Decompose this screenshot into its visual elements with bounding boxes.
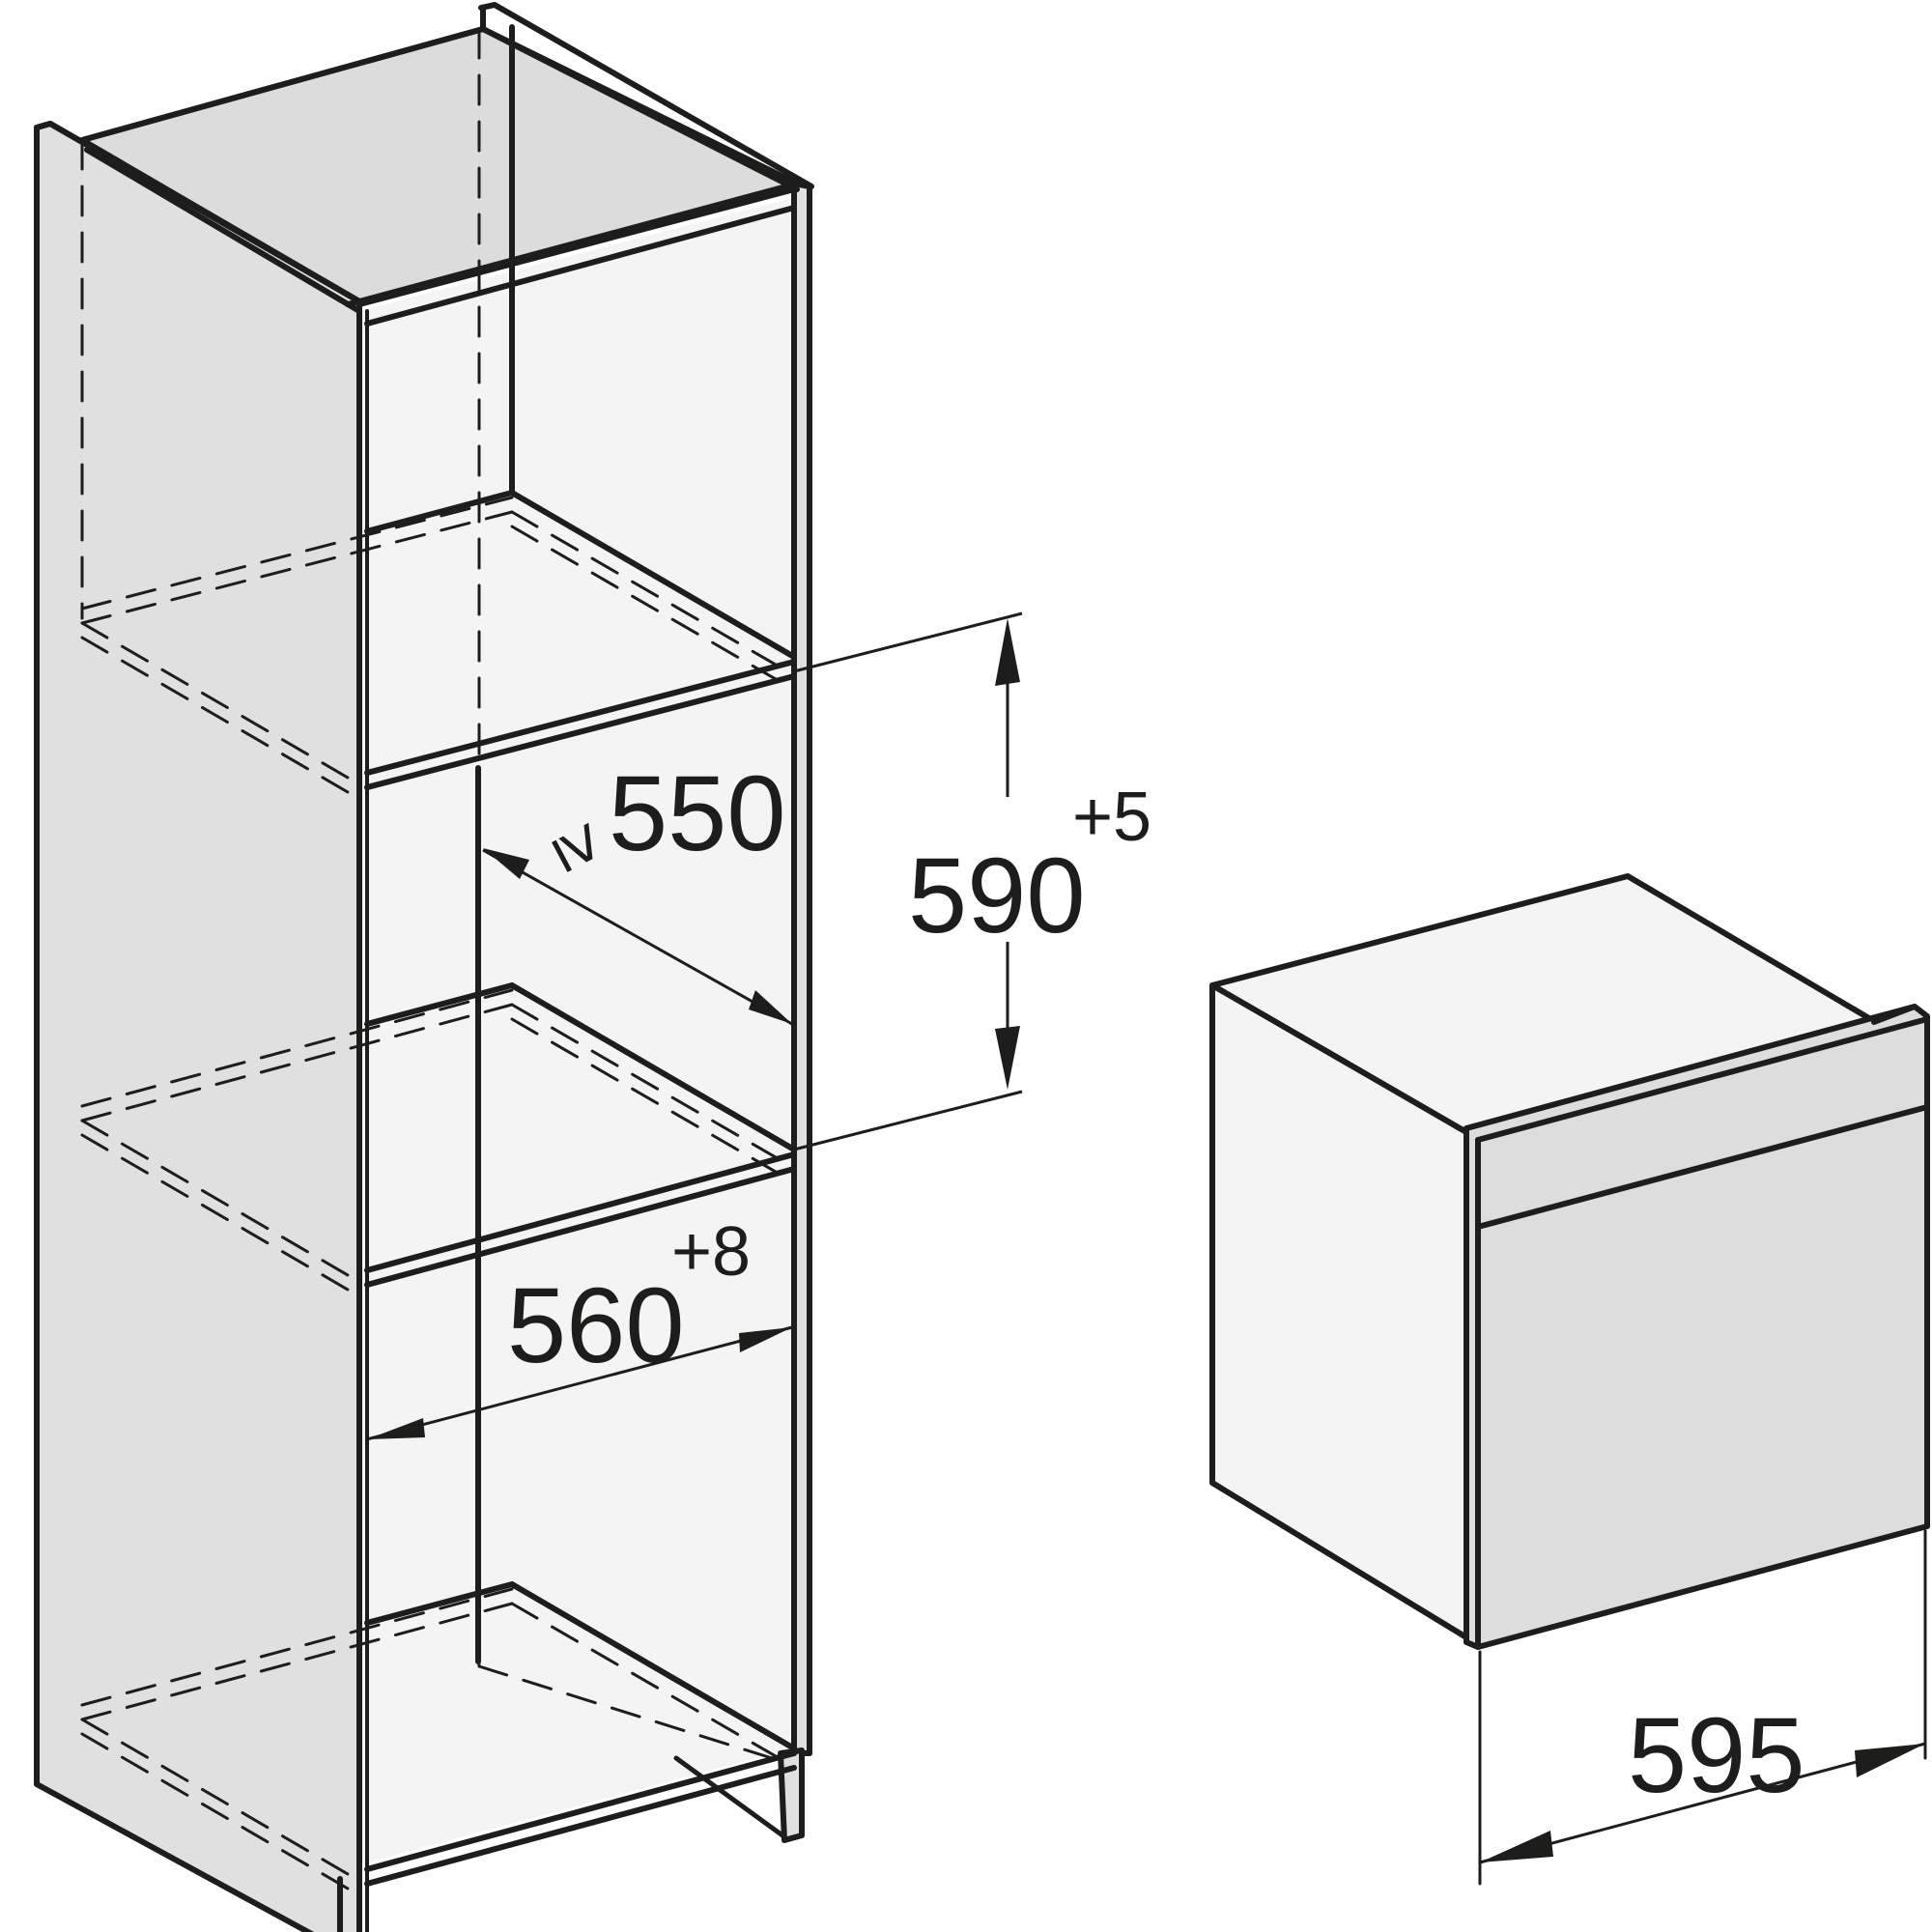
top-front-edge-2 bbox=[364, 205, 797, 327]
shelf-1-front-top bbox=[364, 659, 797, 776]
oven-appliance bbox=[1209, 873, 1930, 1886]
top-front-edge bbox=[356, 186, 797, 307]
shelf-1-side-edge bbox=[509, 490, 797, 660]
shelf-3-front-bottom bbox=[364, 1765, 797, 1887]
plinth-edge bbox=[673, 1755, 785, 1838]
niche-depth-value: 550 bbox=[609, 754, 786, 873]
shelf-3-back-edge bbox=[364, 1581, 515, 1626]
depth-arrow-right bbox=[749, 990, 792, 1024]
oven-top-right-edge bbox=[1871, 1004, 1918, 1025]
top-edge-left bbox=[79, 26, 486, 143]
appliance-arrow-left bbox=[1480, 1831, 1553, 1862]
shelf-2-side-edge bbox=[509, 982, 797, 1152]
oven-control-panel-line bbox=[1475, 1104, 1930, 1230]
depth-arrow-left bbox=[483, 848, 529, 879]
cabinet-left-panel bbox=[34, 121, 362, 1932]
top-edge-right-inner bbox=[480, 26, 800, 192]
top-edge-inner bbox=[84, 147, 362, 314]
cabinet-back-panel bbox=[359, 198, 792, 1864]
depth-dim-line bbox=[482, 848, 793, 1026]
appliance-width-value: 595 bbox=[1628, 1696, 1805, 1815]
shelf-2-back-edge bbox=[364, 982, 515, 1027]
niche-height-tolerance: +5 bbox=[1072, 779, 1151, 856]
appliance-dim-line bbox=[1478, 1742, 1927, 1864]
shelf-1-front-bottom bbox=[364, 673, 797, 790]
height-ext-top bbox=[793, 611, 1023, 673]
top-edge-back bbox=[34, 121, 362, 304]
niche-width-value: 560 bbox=[507, 1266, 685, 1385]
cabinet-dimension-lines bbox=[366, 611, 1023, 1441]
width-arrow-left bbox=[367, 1418, 425, 1439]
shelf-1-back-edge bbox=[364, 490, 515, 534]
dimension-labels: 590 +5 ≥ 550 560 +8 595 bbox=[507, 754, 1805, 1815]
shelf-3-front-top bbox=[364, 1750, 797, 1872]
height-arrow-bottom bbox=[995, 1026, 1020, 1090]
width-dim-line bbox=[366, 1325, 793, 1441]
niche-depth-value-group: 550 bbox=[609, 754, 786, 873]
cabinet-plinth bbox=[778, 1747, 805, 1843]
tall-cabinet bbox=[34, 2, 814, 1932]
shelf-2-front-bottom bbox=[364, 1166, 797, 1288]
width-arrow-right bbox=[739, 1327, 792, 1352]
hidden-lines bbox=[80, 27, 789, 1890]
appliance-arrow-right bbox=[1855, 1744, 1925, 1777]
niche-width-tolerance: +8 bbox=[671, 1213, 751, 1291]
height-ext-bottom bbox=[793, 1090, 1023, 1151]
height-arrow-top bbox=[995, 618, 1020, 686]
niche-height-value: 590 bbox=[908, 837, 1086, 955]
oven-front-top-edge bbox=[1475, 1016, 1930, 1143]
shelf-2-front-top bbox=[364, 1151, 797, 1273]
shelf-3-side-edge bbox=[509, 1581, 797, 1751]
